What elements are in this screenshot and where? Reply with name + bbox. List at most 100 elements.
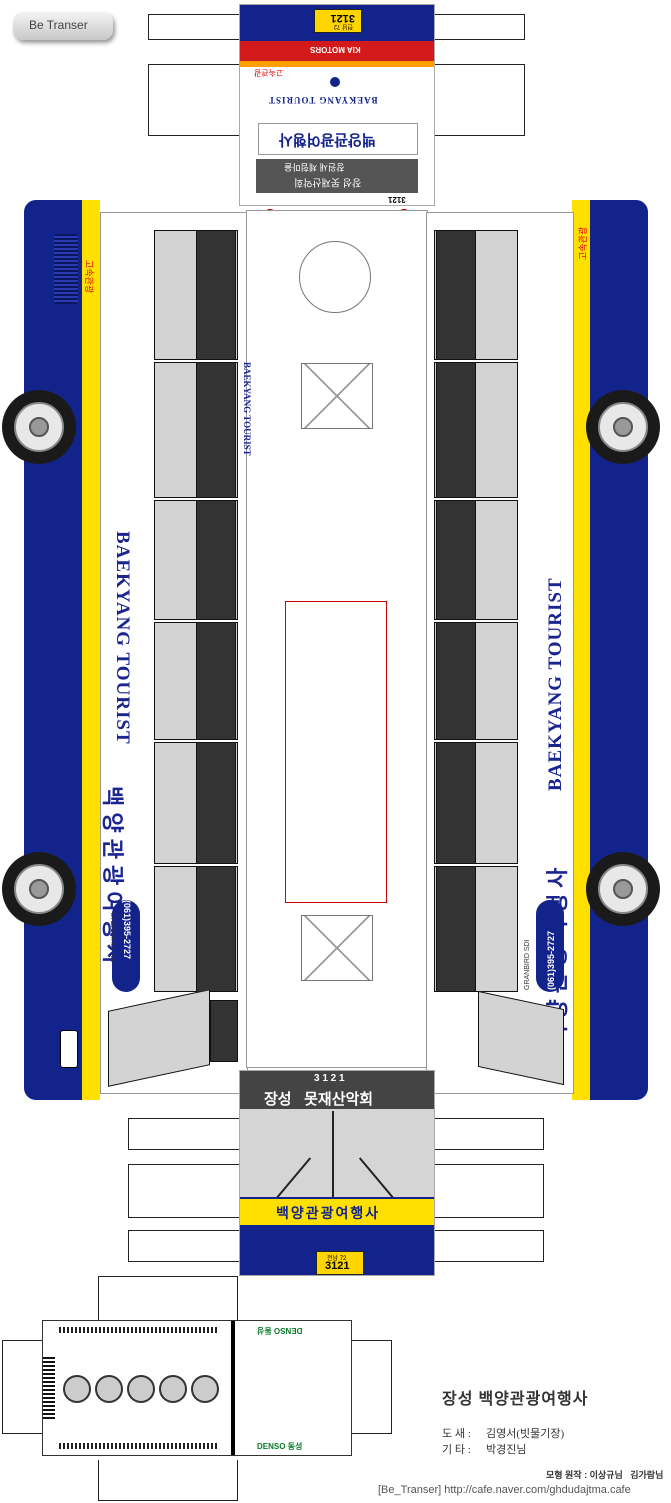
front-light-strip [240,61,434,67]
credits-original: 모형 원작 : 이상규님 김가람님 [546,1470,664,1480]
left-front-wheel [2,390,76,464]
right-phone-badge: (061)395-2727 [536,900,564,992]
right-company-en: BAEKYANG TOURIST [545,577,566,791]
credits-url[interactable]: [Be_Transer] http://cafe.naver.com/ghdud… [378,1484,631,1496]
left-rear-wheel [2,852,76,926]
rear-sign: 3 1 2 1 장성 못재산악회 [240,1071,434,1109]
right-side: 고속관광 BAEKYANG TOURIST 백 양 관 광 여 행 사 (061… [426,200,648,1100]
aircon-fan [95,1375,123,1403]
front-dest-small: 창원새 체험마을 [284,162,345,172]
window-pillar [436,230,476,360]
credits-design-value: 김영서(빗물기장) [486,1428,565,1440]
aircon-fan [63,1375,91,1403]
glue-tab [433,64,525,136]
aircon-divider [231,1321,235,1455]
rear-company-band: 백양관광여행사 [240,1197,434,1227]
aircon-fan [191,1375,219,1403]
glue-tab [128,1118,240,1150]
rear-company-ko: 백양관광여행사 [276,1205,381,1221]
front-grille: KIA MOTORS [240,41,434,61]
rear-plate-number: 3121 [325,1260,350,1272]
front-plate: 3121 전남 72 [314,9,362,33]
window-pillar [436,866,476,992]
aircon-vent [59,1327,219,1333]
window-pillar [196,866,236,992]
window-pillar [436,622,476,740]
front-emblem-icon [330,77,340,87]
rear-wiper [332,1111,334,1211]
logo-text: Be Transer [29,18,88,32]
front-company-ko: 백양관광여행사 [279,131,376,148]
credits-other-label: 기 타 : [442,1444,471,1456]
roof-hatch-round [299,241,371,313]
left-phone-badge: (061)395-2727 [112,900,140,992]
front-company-en: BAEKYANG TOURIST [268,95,378,105]
left-company-en: BAEKYANG TOURIST [112,531,133,745]
window-pillar [196,500,236,620]
window-pillar [196,362,236,498]
right-phone: (061)395-2727 [546,930,556,990]
window-pillar [196,742,236,864]
window-pillar [196,230,236,360]
right-front-wheel [586,390,660,464]
rear-dest: 장성 못재산악회 [264,1091,374,1108]
window-pillar [436,362,476,498]
aircon-brand-top: DENSO 동성 [257,1326,303,1335]
left-yellow-band [82,200,100,1100]
glue-tab [433,14,525,40]
rear-plate-region: 전남 72 [327,1256,347,1262]
glue-tab [148,14,240,40]
front-company-panel: 백양관광여행사 [258,123,418,155]
left-badge: 고속관광 [84,260,94,294]
front-maker: KIA MOTORS [310,45,361,54]
front-plate-region: 전남 72 [333,23,353,29]
right-badge: 고속관광 [578,226,588,260]
left-side: 고속관광 BAEKYANG TOURIST 백 양 관 광 여 행 사 (061… [24,200,248,1100]
logo: Be Transer [13,12,113,40]
aircon-vent [59,1443,219,1449]
front-badge: 고속관광 [254,68,284,77]
right-yellow-band [572,200,590,1100]
glue-tab [128,1230,240,1262]
aircon-grille [43,1357,55,1419]
glue-tab [98,1460,238,1501]
front-route-number: 3121 [388,195,406,204]
left-vent [54,234,78,304]
aircon-unit: DENSO 동성 DENSO 동성 [42,1320,352,1456]
glue-tab [432,1230,544,1262]
left-roof-band [24,200,84,1100]
glue-tab [128,1164,240,1218]
roof-company-en: BAEKYANG TOURIST [242,362,252,456]
glue-tab [432,1118,544,1150]
left-door-window [210,1000,238,1062]
left-model: GRANBIRD SDI [109,912,116,963]
credits-other-value: 박경진님 [486,1444,527,1456]
rear-face: 3 1 2 1 장성 못재산악회 백양관광여행사 전남 72 3121 [239,1070,435,1276]
roof-hatch [301,363,373,429]
rear-route-number: 3 1 2 1 [314,1073,345,1084]
credits-title: 장성 백양관광여행사 [442,1391,589,1408]
front-face: 3121 전남 72 KIA MOTORS 고속관광 BAEKYANG TOUR… [239,4,435,215]
roof-cutout [285,601,387,903]
glue-tab [2,1340,44,1434]
window-pillar [436,500,476,620]
glue-tab [432,1164,544,1218]
credits-design-label: 도 새 : [442,1428,471,1440]
window-pillar [196,622,236,740]
roof-hatch [301,915,373,981]
rear-plate: 전남 72 3121 [316,1251,364,1275]
aircon-brand-bottom: DENSO 동성 [257,1442,303,1451]
left-phone: (061)395-2727 [122,900,132,960]
aircon-fan [159,1375,187,1403]
right-roof-band [588,200,648,1100]
glue-tab [350,1340,392,1434]
right-model: GRANBIRD SDI [524,939,531,990]
right-rear-wheel [586,852,660,926]
front-destination-sign: 창원새 체험마을 장성 못재산악회 [256,159,418,193]
roof: BAEKYANG TOURIST [242,210,428,1068]
aircon-fan [127,1375,155,1403]
left-fuel-door [60,1030,78,1068]
window-pillar [436,742,476,864]
front-dest: 장성 못재산악회 [294,176,362,187]
glue-tab [98,1276,238,1321]
